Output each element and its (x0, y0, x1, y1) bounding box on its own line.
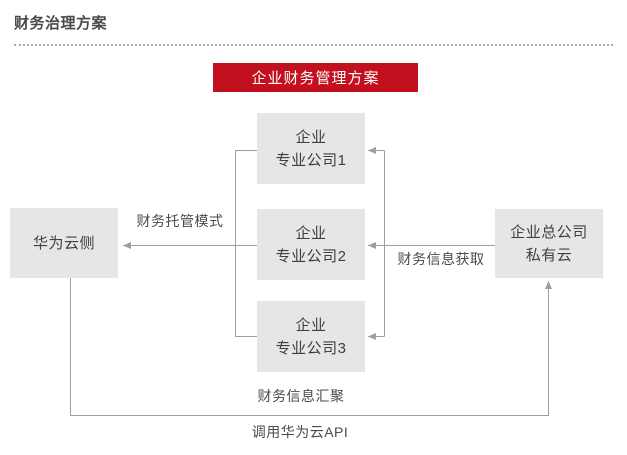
node-huawei-cloud-label: 华为云侧 (32, 234, 95, 252)
edge-left-bracket (235, 150, 257, 337)
node-company2: 企业 专业公司2 (257, 209, 365, 280)
node-company2-line1: 企业 (295, 224, 327, 242)
node-huawei-cloud: 华为云侧 (10, 208, 118, 278)
node-company1: 企业 专业公司1 (257, 113, 365, 184)
node-company1-line1: 企业 (295, 128, 327, 146)
edge-label-info-aggregate: 财务信息汇聚 (257, 388, 345, 404)
banner-enterprise-finance-plan: 企业财务管理方案 (213, 63, 418, 92)
node-hq-private-cloud-line2: 私有云 (525, 246, 573, 264)
node-company3-line2: 专业公司3 (275, 339, 347, 357)
dotted-separator (14, 44, 613, 46)
node-company2-line2: 专业公司2 (275, 247, 347, 265)
edge-label-api-call: 调用华为云API (251, 424, 349, 440)
page-title: 财务治理方案 (14, 15, 108, 32)
node-hq-private-cloud: 企业总公司 私有云 (495, 209, 603, 278)
node-hq-private-cloud-line1: 企业总公司 (510, 223, 588, 241)
node-company3-line1: 企业 (295, 316, 327, 334)
node-company1-line2: 专业公司1 (275, 151, 347, 169)
banner-label: 企业财务管理方案 (251, 70, 380, 87)
edge-label-info-fetch: 财务信息获取 (397, 251, 485, 267)
node-company3: 企业 专业公司3 (257, 301, 365, 372)
edge-label-hosting-mode: 财务托管模式 (136, 213, 224, 229)
